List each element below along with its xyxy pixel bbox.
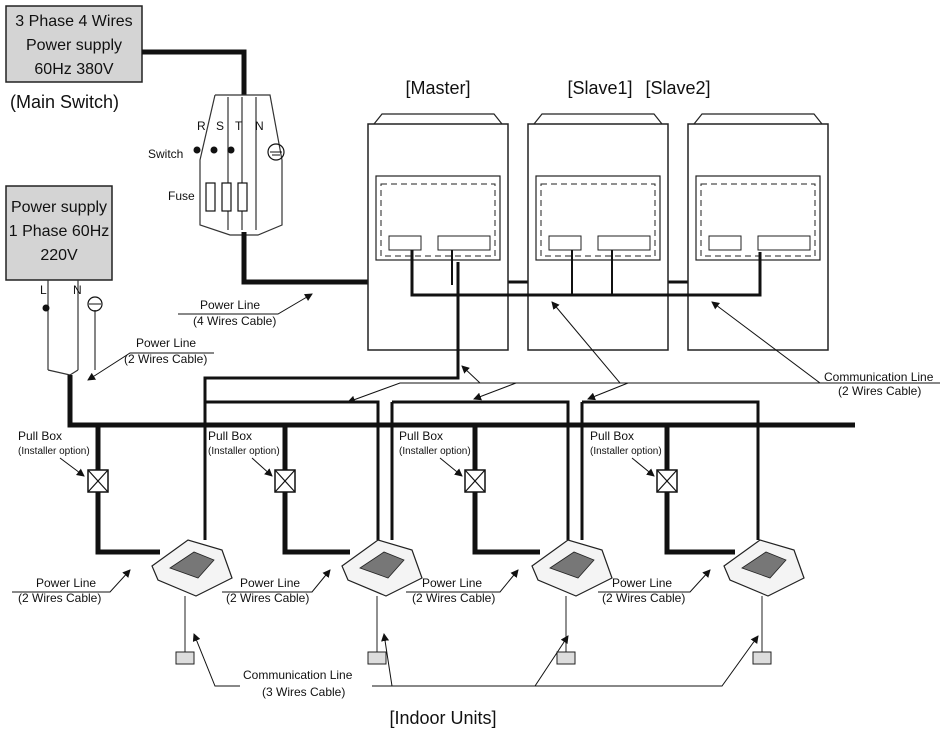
indoor-power-3-title: Power Line	[422, 576, 482, 590]
comm-line-outdoor-title: Communication Line	[824, 370, 934, 384]
comm-line-outdoor-sub: (2 Wires Cable)	[838, 384, 921, 398]
outdoor-slave1-label: [Slave1]	[567, 78, 632, 98]
remote-1	[175, 651, 195, 665]
three-phase-supply: 3 Phase 4 Wires Power supply 60Hz 380V	[5, 5, 143, 83]
indoor-power-2-title: Power Line	[240, 576, 300, 590]
comm-line-indoor-title: Communication Line	[243, 668, 353, 682]
comm-line-indoor-sub: (3 Wires Cable)	[262, 685, 345, 699]
main-switch: R S T N Switch Fuse	[148, 94, 285, 236]
pull-box-4-title: Pull Box	[590, 429, 634, 443]
power-line-2-main-title: Power Line	[136, 336, 196, 350]
indoor-unit-2	[341, 539, 423, 665]
pull-box-1: Pull Box (Installer option)	[18, 425, 160, 555]
supply-3p-line2: Power supply	[26, 37, 122, 54]
power-line-2-main-sub: (2 Wires Cable)	[124, 352, 207, 366]
indoor-units-caption: [Indoor Units]	[389, 708, 496, 728]
power-line-4-sub: (4 Wires Cable)	[193, 314, 276, 328]
indoor-units	[151, 539, 805, 665]
indoor-unit-3	[531, 539, 613, 665]
fuse-r	[205, 182, 216, 212]
pull-box-3: Pull Box (Installer option)	[399, 425, 540, 555]
supply-1p-line1: Power supply	[11, 199, 107, 216]
fuse-t	[237, 182, 248, 212]
one-phase-switch: L N	[40, 280, 103, 376]
supply-1p-line2: 1 Phase 60Hz	[9, 223, 110, 240]
main-switch-caption: (Main Switch)	[10, 92, 119, 112]
supply-3p-line3: 60Hz 380V	[34, 61, 113, 78]
pull-box-3-sub: (Installer option)	[399, 446, 471, 457]
indoor-power-4-title: Power Line	[612, 576, 672, 590]
terminal-n-1p: N	[73, 283, 82, 297]
indoor-power-1-sub: (2 Wires Cable)	[18, 591, 101, 605]
terminal-s: S	[216, 119, 224, 133]
pull-box-2: Pull Box (Installer option)	[208, 425, 350, 555]
terminal-r: R	[197, 119, 206, 133]
fuse-label: Fuse	[168, 189, 195, 203]
pull-box-3-title: Pull Box	[399, 429, 443, 443]
remote-2	[367, 651, 387, 665]
terminal-t: T	[235, 119, 243, 133]
power-line-4-title: Power Line	[200, 298, 260, 312]
terminal-l: L	[40, 283, 47, 297]
indoor-power-labels: Power Line (2 Wires Cable) Power Line (2…	[12, 569, 711, 605]
remote-4	[752, 651, 772, 665]
fuse-s	[221, 182, 232, 212]
outdoor-units: [Master] [Slave1] [Slave2]	[367, 78, 829, 351]
supply-1p-line3: 220V	[40, 247, 78, 264]
terminal-n: N	[255, 119, 264, 133]
pull-box-4-sub: (Installer option)	[590, 446, 662, 457]
remote-3	[556, 651, 576, 665]
pull-box-1-title: Pull Box	[18, 429, 62, 443]
outdoor-master-label: [Master]	[405, 78, 470, 98]
outdoor-unit-master: [Master]	[367, 78, 509, 351]
switch-label: Switch	[148, 147, 183, 161]
indoor-power-1-title: Power Line	[36, 576, 96, 590]
pull-boxes: Pull Box (Installer option) Pull Box (In…	[18, 425, 735, 555]
pull-box-4: Pull Box (Installer option)	[590, 425, 735, 555]
one-phase-supply: Power supply 1 Phase 60Hz 220V	[5, 185, 113, 281]
indoor-power-4-sub: (2 Wires Cable)	[602, 591, 685, 605]
indoor-unit-4	[723, 539, 805, 665]
ground-symbol	[267, 143, 285, 161]
supply-3p-line1: 3 Phase 4 Wires	[15, 13, 132, 30]
indoor-power-2-sub: (2 Wires Cable)	[226, 591, 309, 605]
outdoor-unit-slave2: [Slave2]	[645, 78, 829, 351]
indoor-unit-1	[151, 539, 233, 665]
pull-box-2-title: Pull Box	[208, 429, 252, 443]
outdoor-slave2-label: [Slave2]	[645, 78, 710, 98]
outdoor-unit-slave1: [Slave1]	[527, 78, 669, 351]
pull-box-1-sub: (Installer option)	[18, 446, 90, 457]
pull-box-2-sub: (Installer option)	[208, 446, 280, 457]
indoor-power-3-sub: (2 Wires Cable)	[412, 591, 495, 605]
